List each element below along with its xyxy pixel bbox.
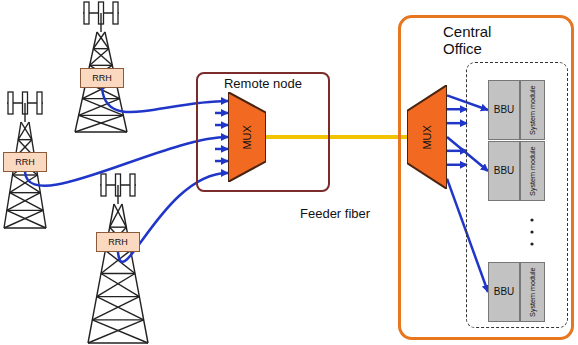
fiber-stub [447, 164, 467, 167]
rrh-box: RRH [96, 232, 140, 252]
tower-strut [79, 115, 127, 132]
system-module-box: System module [520, 262, 545, 322]
tower-strut [92, 320, 148, 343]
vertical-label: System module [528, 146, 536, 196]
antenna-panel [113, 2, 118, 24]
antenna-panel [37, 92, 42, 114]
tower-strut [82, 99, 123, 116]
fiber-stub [215, 112, 228, 115]
tower-strut [15, 157, 37, 175]
node-label: RRH [108, 237, 128, 247]
tower-strut [101, 250, 131, 273]
antenna-panel [84, 2, 89, 24]
tower-strut [90, 65, 113, 66]
node-label: RRH [15, 157, 35, 167]
tower-strut [110, 226, 127, 227]
antenna-panel [101, 174, 106, 196]
fiber-connector [447, 179, 488, 292]
feeder-fiber-line [266, 135, 407, 139]
tower-strut [90, 49, 109, 66]
antenna-panel [130, 174, 135, 196]
mux-trapezoid: MUX [407, 85, 447, 189]
tower-strut [4, 210, 43, 228]
tower-strut [18, 139, 32, 140]
mux-trapezoid: MUX [228, 92, 266, 182]
tower-strut [97, 297, 144, 320]
fiber-connector [102, 88, 228, 112]
tower-strut [75, 115, 123, 132]
tower-strut [101, 273, 135, 274]
tower-strut [92, 297, 139, 320]
tower-strut [18, 122, 29, 140]
remote-node-box: Remote nodeMUX [196, 72, 330, 192]
tower-strut [24, 103, 25, 122]
tower-strut [93, 32, 105, 49]
tower-strut [117, 185, 118, 204]
tower-strut [79, 115, 124, 116]
vertical-label: MUX [241, 125, 254, 149]
tower-strut [79, 99, 120, 116]
fiber-stub [447, 122, 467, 125]
node-label: Remote node [198, 74, 328, 92]
tower-strut [10, 192, 41, 193]
continuation-dots [527, 212, 537, 252]
node-label: BBU [494, 104, 515, 116]
tower-strut [82, 98, 119, 99]
fiber-stub [447, 108, 467, 111]
node-label: BBU [494, 286, 515, 298]
bbu-box: BBU [488, 141, 520, 201]
rrh-box: RRH [3, 152, 47, 172]
tower-strut [88, 342, 148, 343]
tower-strut [93, 48, 108, 49]
system-module-box: System module [520, 80, 545, 140]
node-label: RRH [92, 73, 112, 83]
fiber-stub [215, 148, 228, 151]
node-label: Central Office [443, 23, 503, 57]
tower-strut [101, 274, 139, 297]
bbu-box: BBU [488, 262, 520, 322]
rrh-box: RRH [80, 68, 124, 88]
fiber-connector [447, 137, 488, 171]
tower-strut [21, 122, 32, 140]
tower-strut [110, 204, 122, 227]
antenna-panel [8, 92, 13, 114]
tower-strut [7, 210, 46, 228]
tower-strut [10, 193, 44, 211]
tower-strut [100, 13, 101, 32]
tower-strut [97, 274, 135, 297]
central-office-box: Central OfficeMUXBBUSystem moduleBBUSyst… [398, 15, 574, 340]
tower-strut [97, 296, 140, 297]
vertical-label: System module [528, 85, 536, 135]
node-label: BBU [494, 165, 515, 177]
fiber-connector [447, 95, 488, 110]
fiber-stub [215, 124, 228, 127]
tower-strut [75, 131, 127, 132]
bbu-box: BBU [488, 80, 520, 140]
system-module-box: System module [520, 141, 545, 201]
tower-strut [4, 227, 46, 228]
tower-strut [92, 319, 143, 320]
tower-strut [88, 320, 144, 343]
vertical-label: MUX [421, 125, 434, 149]
tower-strut [7, 210, 43, 211]
tower-strut [93, 49, 112, 66]
fiber-stub [215, 160, 228, 163]
tower-strut [7, 193, 41, 211]
tower-strut [13, 157, 35, 175]
edge-label: Feeder fiber [300, 206, 370, 221]
vertical-label: System module [528, 267, 536, 317]
